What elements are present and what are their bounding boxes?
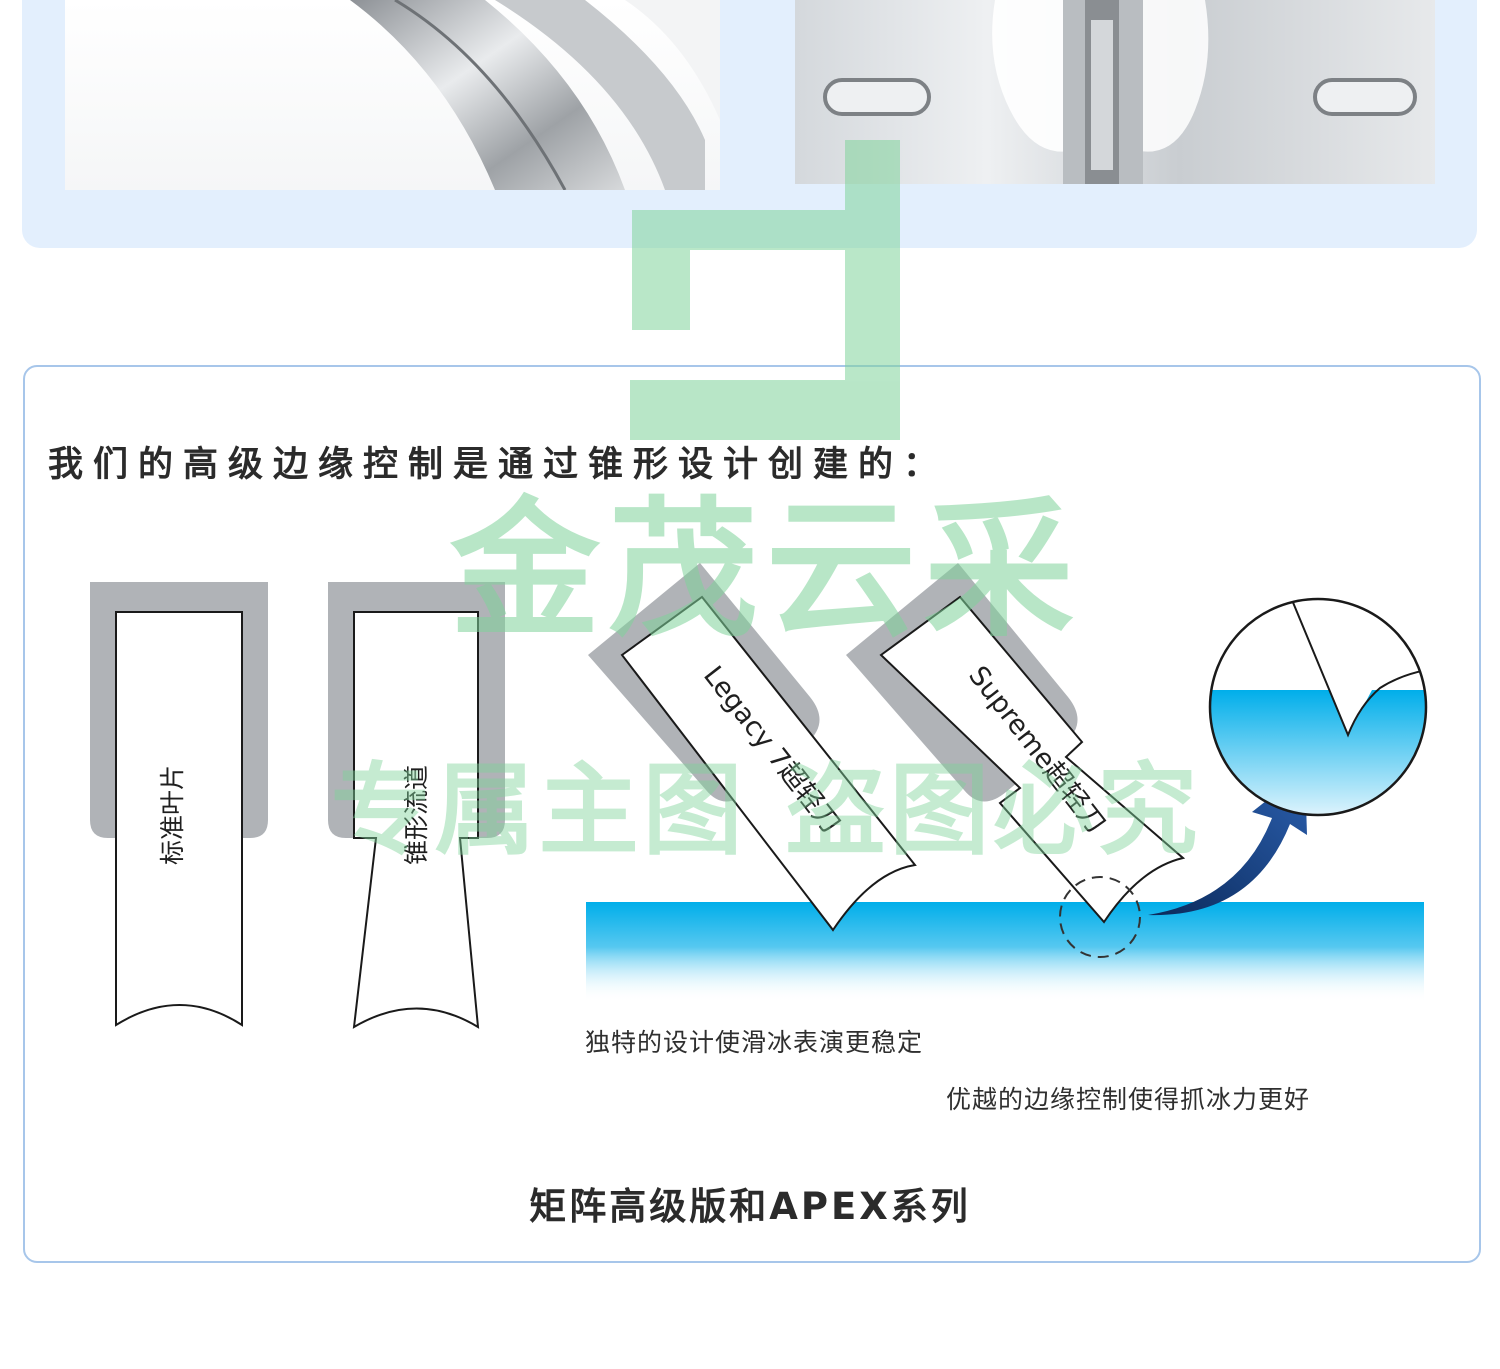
- curved-arrow-icon: [1148, 770, 1307, 916]
- blade-mount-photo-right: [795, 0, 1435, 184]
- contact-zoom-indicator: [1059, 876, 1141, 958]
- legacy-blade: [588, 563, 917, 932]
- series-title: 矩阵高级版和APEX系列: [529, 1185, 971, 1228]
- stability-caption: 独特的设计使滑冰表演更稳定: [585, 1028, 924, 1057]
- tapered-blade: [328, 582, 505, 1029]
- section-heading: 我们的高级边缘控制是通过锥形设计创建的：: [48, 445, 949, 485]
- watermark-logo: 金茂云采: [449, 140, 1082, 658]
- grip-caption: 优越的边缘控制使得抓冰力更好: [946, 1085, 1311, 1114]
- standard-blade: [90, 582, 268, 1027]
- standard-blade-body: [115, 611, 243, 1027]
- supreme-blade-body: [879, 595, 1186, 924]
- supreme-blade: [846, 563, 1186, 924]
- legacy-blade-body: [620, 595, 917, 932]
- standard-blade-label: 标准叶片: [158, 765, 187, 865]
- tapered-blade-label: 锥形流道: [402, 765, 431, 865]
- magnifier-circle-icon: [1208, 597, 1428, 817]
- watermark-notice-text: 专属主图 盗图必究: [331, 752, 1202, 869]
- blade-closeup-photo-left: [65, 0, 720, 190]
- ice-surface: [586, 902, 1424, 1002]
- tapered-blade-body: [352, 611, 480, 1029]
- watermark-logo-text: 金茂云采: [449, 484, 1082, 658]
